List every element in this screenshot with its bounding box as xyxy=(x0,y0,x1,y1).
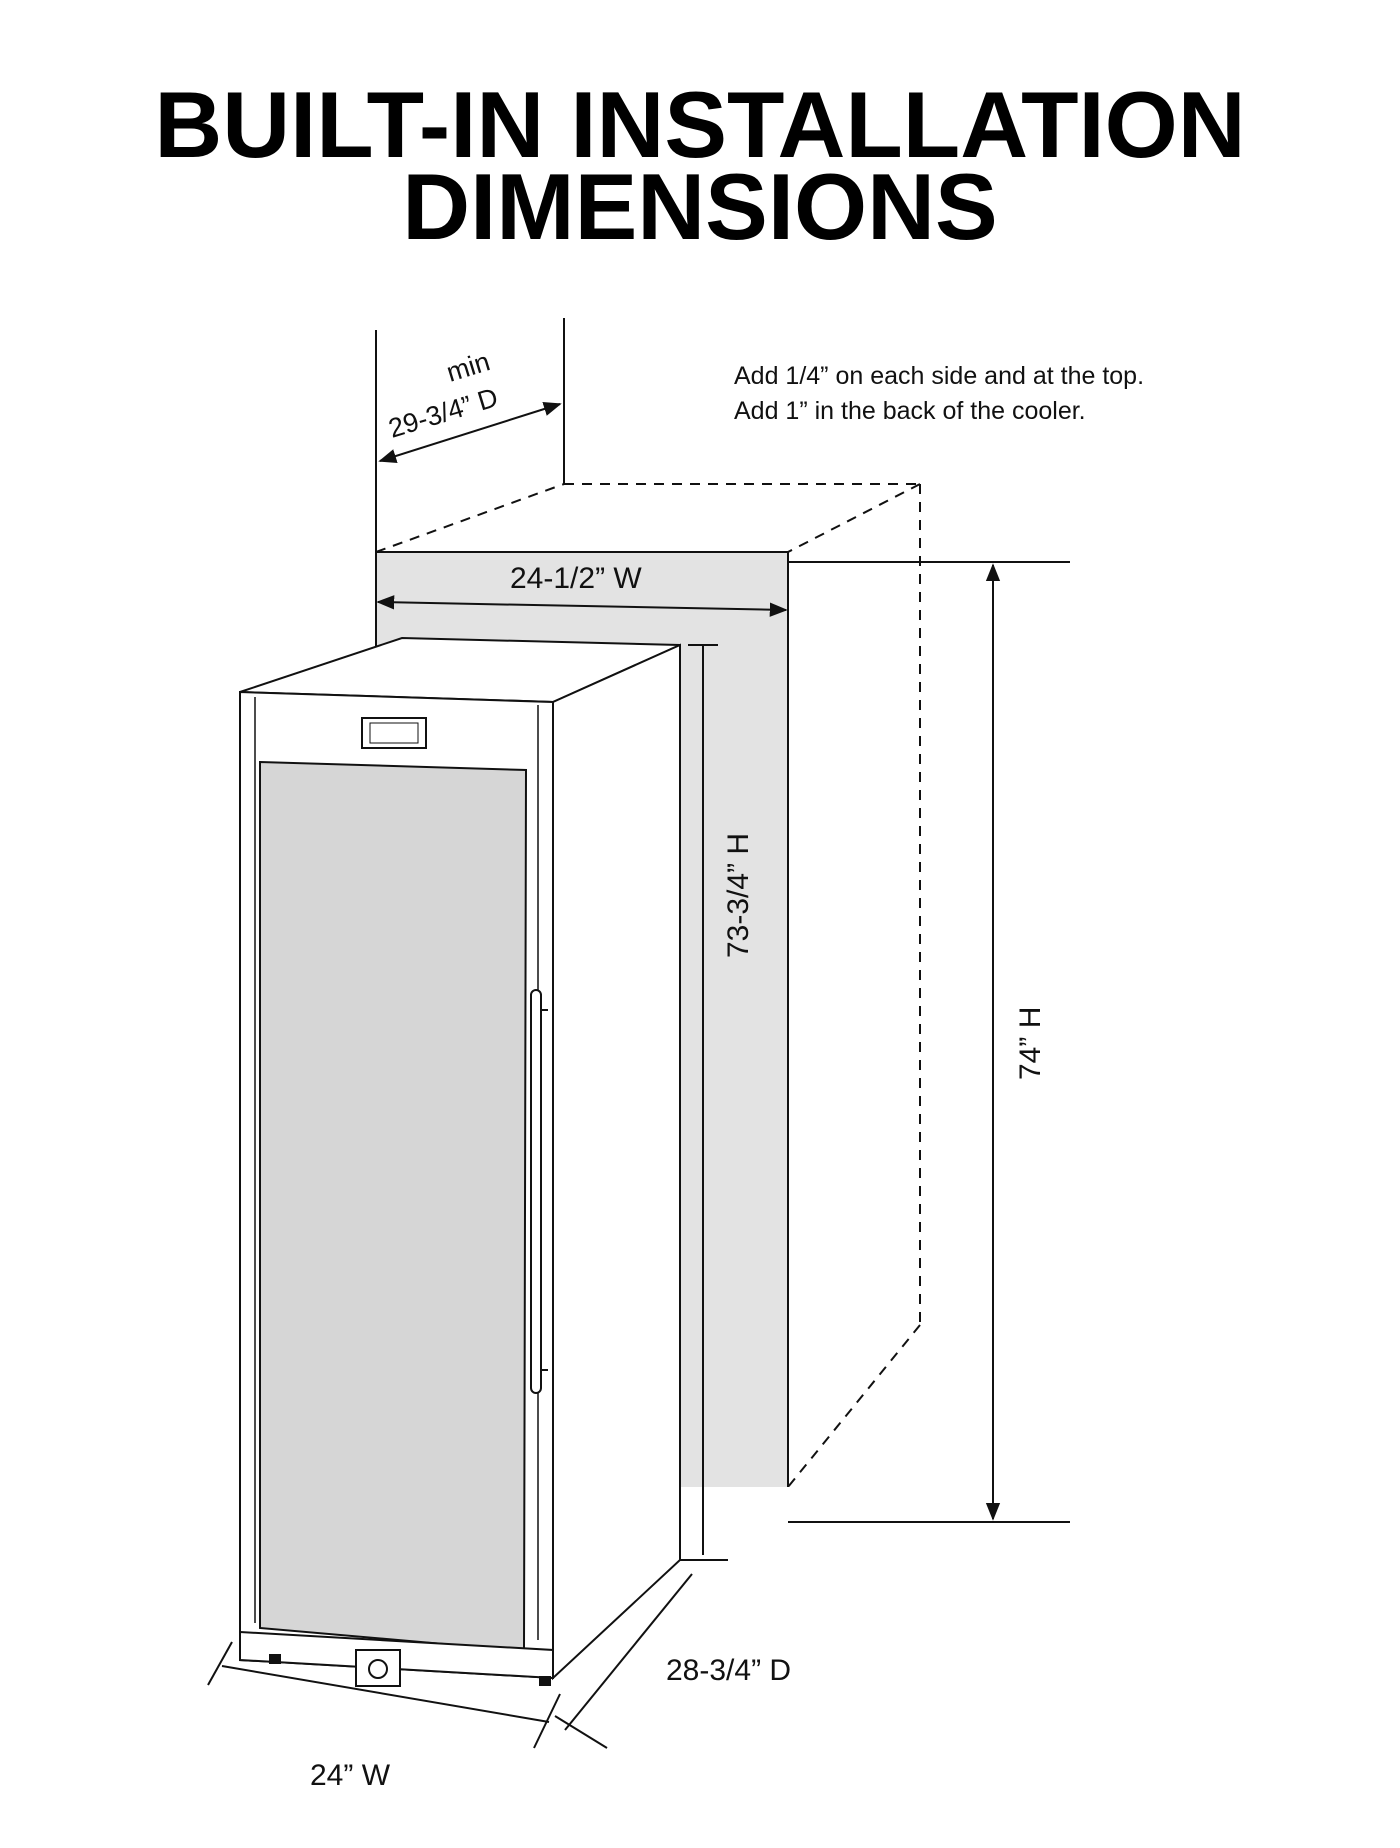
opening-width-label: 24-1/2” W xyxy=(510,562,642,595)
foot-right xyxy=(539,1676,551,1686)
installation-note-2: Add 1” in the back of the cooler. xyxy=(734,397,1086,425)
dimension-opening-depth: min 29-3/4” D xyxy=(378,346,562,463)
lock-icon xyxy=(368,1659,388,1679)
opening-dashed-bottom-right xyxy=(787,1324,921,1488)
door-handle xyxy=(530,989,548,1394)
opening-dashed-top-right xyxy=(787,483,921,553)
foot-left xyxy=(269,1654,281,1664)
unit-width-label: 24” W xyxy=(310,1759,391,1792)
dimension-opening-width: 24-1/2” W xyxy=(376,562,788,617)
installation-note-1: Add 1/4” on each side and at the top. xyxy=(734,362,1145,390)
wine-cooler-unit xyxy=(239,636,681,1687)
opening-depth-label: 29-3/4” D xyxy=(385,382,501,444)
page-title-line-1: BUILT-IN INSTALLATION xyxy=(154,72,1246,177)
dimension-unit-depth: 28-3/4” D xyxy=(554,1573,791,1749)
opening-height-label: 74” H xyxy=(1014,1007,1047,1080)
dimension-opening-height: 74” H xyxy=(985,563,1047,1521)
page-title-line-2: DIMENSIONS xyxy=(402,154,998,259)
dimension-unit-width: 24” W xyxy=(207,1641,561,1792)
opening-dashed-top-left xyxy=(375,483,565,553)
opening-depth-prefix-label: min xyxy=(443,346,493,387)
unit-depth-label: 28-3/4” D xyxy=(666,1654,791,1687)
glass-door-panel xyxy=(259,760,528,1653)
cooler-side-face xyxy=(552,643,681,1681)
dimension-unit-height: 73-3/4” H xyxy=(680,644,755,1561)
unit-height-label: 73-3/4” H xyxy=(722,833,755,958)
